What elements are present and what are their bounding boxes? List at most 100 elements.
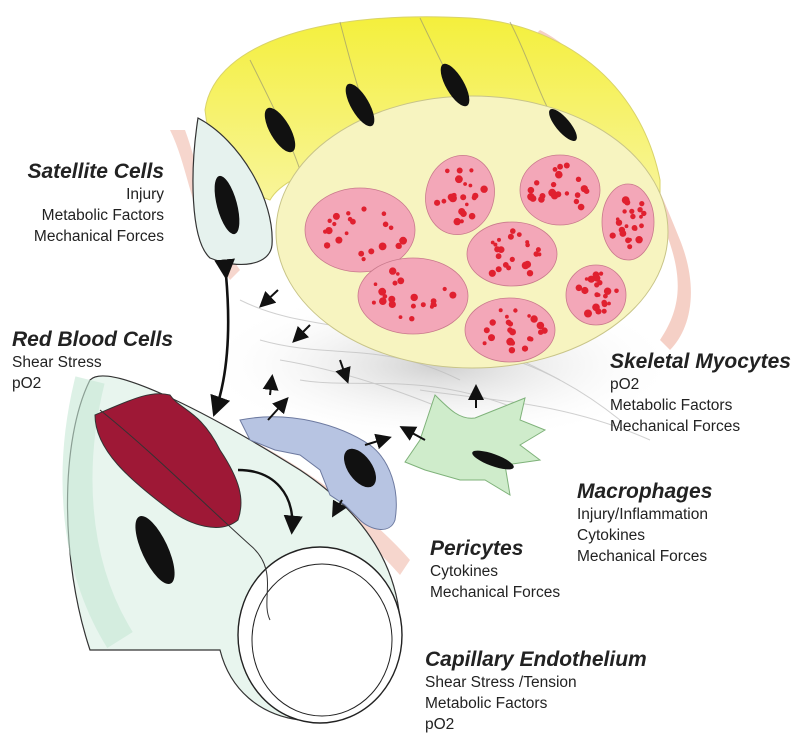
fiber-dot xyxy=(576,285,583,292)
label-rbc-item: Shear Stress xyxy=(12,352,173,373)
label-capillary-endothelium: Capillary Endothelium Shear Stress /Tens… xyxy=(425,648,647,735)
fiber-dot xyxy=(411,294,418,301)
label-endothelium-item: Metabolic Factors xyxy=(425,693,647,714)
label-myocytes-item: Metabolic Factors xyxy=(610,395,791,416)
fiber-dot xyxy=(510,228,516,234)
fiber-dot xyxy=(346,211,350,215)
fiber-dot xyxy=(333,213,340,220)
fiber-dot xyxy=(610,233,616,239)
fiber-dot xyxy=(399,237,407,245)
fiber-dot xyxy=(480,186,487,193)
fiber-dot xyxy=(506,338,514,346)
fiber-dot xyxy=(639,201,644,206)
label-endothelium-item: Shear Stress /Tension xyxy=(425,672,647,693)
fiber-dot xyxy=(389,267,396,274)
label-satellite-cells: Satellite Cells Injury Metabolic Factors… xyxy=(27,160,164,247)
fiber-dot xyxy=(574,199,579,204)
label-myocytes-title: Skeletal Myocytes xyxy=(610,350,791,374)
fiber-dot xyxy=(593,271,600,278)
fiber-dot xyxy=(529,337,534,342)
fiber-dot xyxy=(557,164,563,170)
fiber-dot xyxy=(625,224,629,228)
fiber-dot xyxy=(528,187,535,194)
fiber-dot xyxy=(584,310,592,318)
fiber-dot xyxy=(472,193,478,199)
label-macrophages-item: Injury/Inflammation xyxy=(577,504,712,525)
fiber-dot xyxy=(614,289,619,294)
fiber-dot xyxy=(599,272,603,276)
fiber-dot xyxy=(411,304,416,309)
fiber-dot xyxy=(553,167,558,172)
label-rbc-item: pO2 xyxy=(12,373,173,394)
fiber-dot xyxy=(358,251,364,257)
fiber-dot xyxy=(460,194,466,200)
fiber-dot xyxy=(509,329,516,336)
label-satellite-item: Mechanical Forces xyxy=(27,226,164,247)
fiber-dot xyxy=(362,257,366,261)
fiber-dot xyxy=(622,209,626,213)
fiber-dot xyxy=(455,175,463,183)
fiber-dot xyxy=(348,217,353,222)
fiber-dot xyxy=(434,200,440,206)
fiber-dot xyxy=(454,218,461,225)
fiber-dot xyxy=(622,196,630,204)
fiber-dot xyxy=(449,292,456,299)
fiber-dot xyxy=(497,238,501,242)
fiber-dot xyxy=(388,296,395,303)
fiber-dot xyxy=(510,257,515,262)
fiber-dot xyxy=(491,241,495,245)
fiber-dot xyxy=(509,347,515,353)
fiber-dot xyxy=(551,182,556,187)
label-satellite-item: Metabolic Factors xyxy=(27,205,164,226)
fiber-dot xyxy=(328,219,332,223)
fiber-dot xyxy=(522,346,528,352)
label-myocytes-item: pO2 xyxy=(610,374,791,395)
fiber-dot xyxy=(639,223,644,228)
fiber-dot xyxy=(578,204,585,211)
fiber-dot xyxy=(397,277,404,284)
fiber-dot xyxy=(537,252,541,256)
fiber-dot xyxy=(374,282,378,286)
fiber-dot xyxy=(602,301,608,307)
fiber-dot xyxy=(575,192,581,198)
fiber-dot xyxy=(627,244,632,249)
arrow-icon xyxy=(262,290,278,305)
label-pericytes-item: Mechanical Forces xyxy=(430,582,560,603)
label-satellite-item: Injury xyxy=(27,184,164,205)
fiber-dot xyxy=(490,319,496,325)
fiber-dot xyxy=(372,301,376,305)
fiber-dot xyxy=(332,222,336,226)
fiber-dot xyxy=(494,246,500,252)
fiber-dot xyxy=(379,243,387,251)
fiber-dot xyxy=(488,334,495,341)
fiber-dot xyxy=(496,266,502,272)
fiber-dot xyxy=(396,272,400,276)
label-pericytes: Pericytes Cytokines Mechanical Forces xyxy=(430,537,560,603)
fiber-dot xyxy=(620,230,627,237)
fiber-dot xyxy=(457,168,463,174)
fiber-dot xyxy=(483,341,487,345)
fiber-dot xyxy=(541,327,547,333)
fiber-dot xyxy=(630,214,635,219)
fiber-dot xyxy=(389,226,394,231)
fiber-dot xyxy=(530,195,537,202)
fiber-dot xyxy=(508,234,514,240)
fiber-dot xyxy=(463,182,467,186)
fiber-dot xyxy=(555,171,563,179)
fiber-dot xyxy=(633,227,637,231)
fiber-dot xyxy=(499,308,503,312)
fiber-dot xyxy=(527,270,533,276)
fiber-dot xyxy=(594,282,599,287)
fiber-dot xyxy=(505,315,509,319)
fiber-dot xyxy=(525,243,530,248)
fiber-dot xyxy=(368,248,374,254)
fiber-dot xyxy=(361,206,366,211)
fiber-dot xyxy=(469,184,473,188)
fiber-dot xyxy=(592,304,600,312)
fiber-dot xyxy=(458,208,465,215)
fiber-dot xyxy=(397,244,402,249)
label-macrophages-title: Macrophages xyxy=(577,480,712,504)
fiber-dot xyxy=(431,298,437,304)
fiber-dot xyxy=(522,262,530,270)
fiber-dot xyxy=(451,193,456,198)
